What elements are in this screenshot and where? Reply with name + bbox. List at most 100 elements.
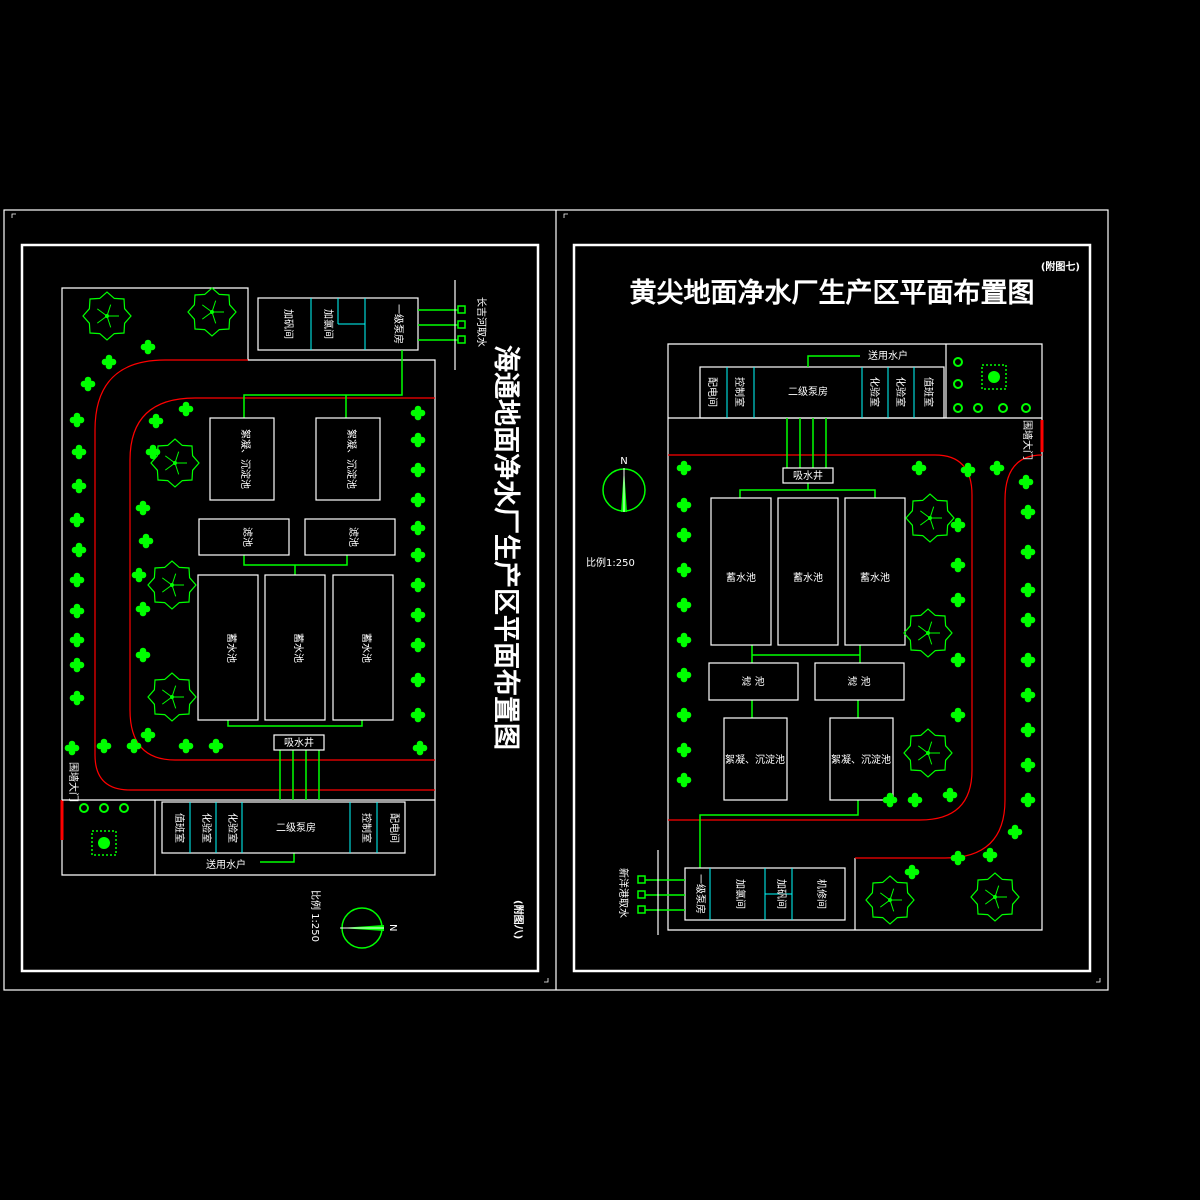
tree-icon: [970, 872, 1020, 922]
hedge-icon: [953, 379, 963, 389]
shrub-icon: [676, 707, 692, 723]
tree-icon: [147, 560, 197, 610]
shrub-icon: [80, 376, 96, 392]
left-pipe-suction: [279, 750, 320, 800]
shrub-icon: [135, 500, 151, 516]
right-sheet: (附图七) 黄尖地面净水厂生产区平面布置图 配电间 控制室 二级泵房 化验室 化…: [586, 260, 1080, 935]
corner-marks: [11, 213, 1101, 983]
shrub-icon: [64, 740, 80, 756]
right-intake-pipes: [637, 850, 685, 935]
right-top-room-label: 控制室: [733, 377, 746, 407]
left-sedimentation-tank-1: [209, 417, 275, 501]
shrub-icon: [69, 603, 85, 619]
left-bottom-room-label: 控制室: [360, 813, 373, 843]
shrub-icon: [135, 647, 151, 663]
left-bottom-room-label: 配电间: [388, 813, 401, 843]
right-top-room-label: 二级泵房: [788, 385, 828, 398]
shrub-icon: [69, 512, 85, 528]
shrub-icon: [1020, 544, 1036, 560]
right-bottom-room-label: 一级泵房: [694, 874, 707, 914]
right-site-boundary: [667, 343, 1043, 931]
right-sedimentation-tank-1: [723, 717, 788, 801]
grass-patch-icon: [981, 364, 1007, 390]
right-reservoir-label: 蓄水池: [726, 571, 756, 584]
left-reservoir-label: 蓄水池: [225, 633, 238, 663]
right-suction-well-label: 吸水井: [793, 469, 823, 482]
left-bottom-room-label: 二级泵房: [276, 821, 316, 834]
right-top-building: [699, 366, 945, 419]
left-pipe-supply: [260, 853, 295, 863]
left-bottom-building: [161, 801, 406, 854]
shrub-icon: [208, 738, 224, 754]
right-reservoir-label: 蓄水池: [793, 571, 823, 584]
shrub-icon: [1020, 612, 1036, 628]
hedge-icon: [998, 403, 1008, 413]
shrub-icon: [950, 652, 966, 668]
right-reservoir-2: [777, 497, 839, 646]
shrub-icon: [676, 562, 692, 578]
shrub-icon: [942, 787, 958, 803]
right-top-room-label: 配电间: [706, 377, 719, 407]
right-supply-label: 送用水户: [868, 349, 908, 362]
shrub-icon: [911, 460, 927, 476]
tree-icon: [905, 493, 955, 543]
shrub-icon: [950, 517, 966, 533]
grass-patch-icon: [91, 830, 117, 856]
hedge-icon: [119, 803, 129, 813]
hedge-icon: [79, 803, 89, 813]
shrub-icon: [410, 672, 426, 688]
shrub-icon: [135, 601, 151, 617]
shrub-icon: [410, 607, 426, 623]
right-top-room-label: 值班室: [922, 377, 935, 407]
shrub-icon: [1018, 474, 1034, 490]
right-sheet-border: [572, 243, 1092, 973]
shrub-icon: [140, 727, 156, 743]
left-suction-well: [273, 734, 325, 751]
shrub-icon: [69, 657, 85, 673]
shrub-icon: [178, 738, 194, 754]
shrub-icon: [410, 520, 426, 536]
shrub-icon: [907, 792, 923, 808]
shrub-icon: [410, 547, 426, 563]
shrub-icon: [1020, 687, 1036, 703]
tree-icon: [903, 728, 953, 778]
right-sheet-title: 黄尖地面净水厂生产区平面布置图: [630, 278, 1035, 309]
left-intake-pipes: [418, 280, 466, 370]
left-filter-2: [304, 518, 396, 556]
shrub-icon: [71, 478, 87, 494]
left-sheet-border: [20, 243, 540, 973]
left-pipe-inlet: [243, 350, 403, 418]
left-intake-label: 长吉河取水: [475, 297, 487, 347]
right-filter-1: [708, 662, 799, 701]
right-north-arrow-icon: [602, 468, 646, 512]
shrub-icon: [904, 864, 920, 880]
shrub-icon: [676, 497, 692, 513]
shrub-icon: [676, 742, 692, 758]
shrub-icon: [138, 533, 154, 549]
shrub-icon: [145, 444, 161, 460]
shrub-icon: [1020, 582, 1036, 598]
right-sedimentation-label: 絮凝、沉淀池: [831, 753, 891, 766]
left-bottom-room-label: 值班室: [173, 813, 186, 843]
tree-icon: [82, 291, 132, 341]
shrub-icon: [410, 462, 426, 478]
shrub-icon: [676, 667, 692, 683]
left-site-boundary: [61, 287, 436, 876]
shrub-icon: [676, 527, 692, 543]
right-pipe-reservoirs: [739, 483, 876, 498]
shrub-icon: [1007, 824, 1023, 840]
shrub-icon: [148, 413, 164, 429]
shrub-icon: [69, 572, 85, 588]
right-top-room-label: 化验室: [894, 377, 907, 407]
right-reservoir-label: 蓄水池: [860, 571, 890, 584]
tree-icon: [147, 672, 197, 722]
left-pipe-filters: [243, 555, 348, 575]
shrub-icon: [676, 632, 692, 648]
left-reservoir-2: [264, 574, 326, 721]
left-filter-label: 滤池: [347, 527, 360, 547]
left-north-label: N: [387, 924, 398, 931]
shrub-icon: [71, 444, 87, 460]
right-intake-label: 新洋港取水: [617, 868, 630, 918]
right-north-label: N: [620, 456, 627, 467]
